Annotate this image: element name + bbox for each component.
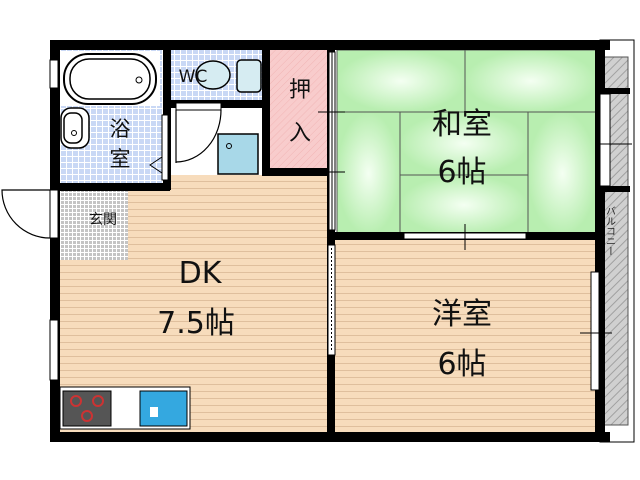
room-divider-door[interactable] bbox=[403, 224, 527, 250]
washbasin bbox=[60, 107, 90, 149]
dk-window bbox=[49, 319, 59, 381]
bath-window bbox=[49, 59, 59, 89]
bathtub bbox=[60, 51, 160, 106]
toilet bbox=[195, 59, 262, 93]
yoshitsu-size: 6帖 bbox=[437, 347, 486, 382]
wc-label: WC bbox=[179, 67, 208, 87]
bath-label-2: 室 bbox=[110, 147, 131, 171]
washitsu-window bbox=[596, 93, 632, 187]
yoshitsu-floor bbox=[335, 240, 597, 433]
washitsu-size: 6帖 bbox=[437, 155, 486, 190]
yoshitsu-label: 洋室 bbox=[432, 297, 492, 332]
closet-label-1: 押 bbox=[289, 78, 311, 103]
entrance-floor bbox=[60, 190, 128, 260]
wc-door[interactable] bbox=[175, 102, 222, 163]
entrance-label: 玄関 bbox=[89, 211, 117, 228]
yoshitsu-window bbox=[580, 271, 612, 391]
washitsu-sliding-door[interactable] bbox=[318, 51, 345, 231]
washitsu-label: 和室 bbox=[432, 107, 492, 142]
dk-label: DK bbox=[179, 256, 223, 291]
yoshitsu-sliding-door[interactable] bbox=[327, 244, 336, 356]
washitsu-tatami bbox=[336, 49, 598, 236]
front-door[interactable] bbox=[1, 189, 59, 239]
closet-floor bbox=[268, 50, 328, 172]
closet-label-2: 入 bbox=[289, 121, 311, 146]
bath-label-1: 浴 bbox=[110, 117, 131, 141]
balcony-label: バルコニー bbox=[604, 206, 616, 256]
washing-machine-space bbox=[217, 133, 259, 175]
kitchen-counter bbox=[59, 386, 191, 430]
dk-size: 7.5帖 bbox=[157, 306, 235, 341]
bath-door[interactable] bbox=[149, 114, 169, 181]
